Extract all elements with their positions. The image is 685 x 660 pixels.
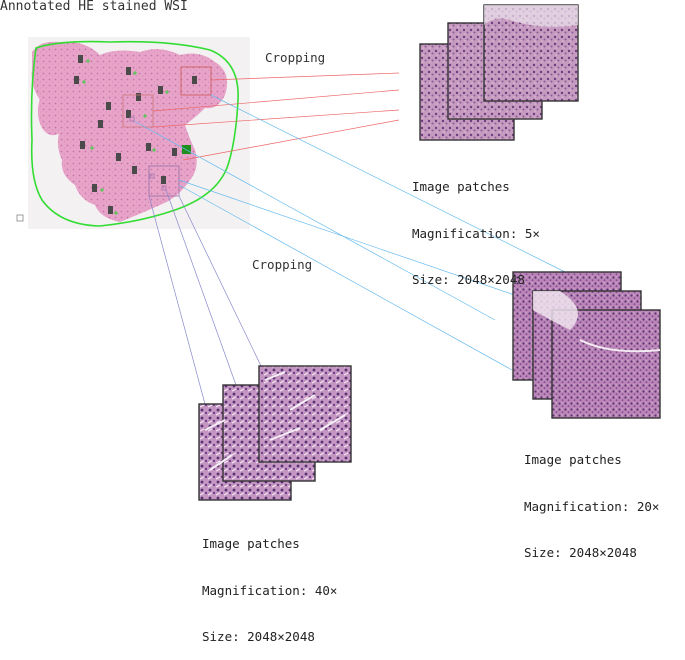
patch-stack-20x [512, 271, 661, 419]
caption-40x-magnification: Magnification: 40× [202, 582, 338, 598]
connector-lines-40x [148, 189, 263, 405]
connector-lines-20x [133, 94, 566, 371]
caption-20x-magnification: Magnification: 20× [524, 498, 660, 514]
cropping-label-high-mag: Cropping [252, 257, 313, 272]
annotation-markers [74, 55, 197, 214]
caption-5x-size: Size: 2048×2048 [412, 272, 525, 287]
crop-box-small-b [149, 173, 155, 179]
caption-5x: Image patches Magnification: 5× Size: 20… [412, 148, 540, 303]
scale-marker [16, 214, 24, 222]
crop-box-5x [180, 66, 212, 96]
annotation-outline [30, 40, 239, 227]
caption-5x-magnification: Magnification: 5× [412, 225, 540, 241]
patch-stack-40x [198, 365, 352, 501]
wsi-title: Annotated HE stained WSI [0, 0, 188, 14]
patch-40x-3 [258, 365, 352, 463]
caption-40x: Image patches Magnification: 40× Size: 2… [202, 505, 337, 660]
caption-40x-size: Size: 2048×2048 [202, 629, 315, 644]
pipeline-diagram [16, 4, 661, 501]
caption-5x-name: Image patches [412, 179, 510, 194]
annotation-crosses [82, 59, 169, 215]
connector-lines-5x [152, 72, 400, 161]
caption-40x-name: Image patches [202, 536, 300, 551]
crop-box-20x-small [129, 116, 135, 122]
highlight-marker [182, 145, 191, 154]
caption-20x-name: Image patches [524, 452, 622, 467]
tissue-region [31, 41, 228, 222]
patch-stack-5x [419, 4, 579, 141]
crop-box-40x [148, 165, 180, 197]
cropping-label-5x: Cropping [265, 50, 326, 65]
crop-box-small-c [161, 185, 167, 191]
